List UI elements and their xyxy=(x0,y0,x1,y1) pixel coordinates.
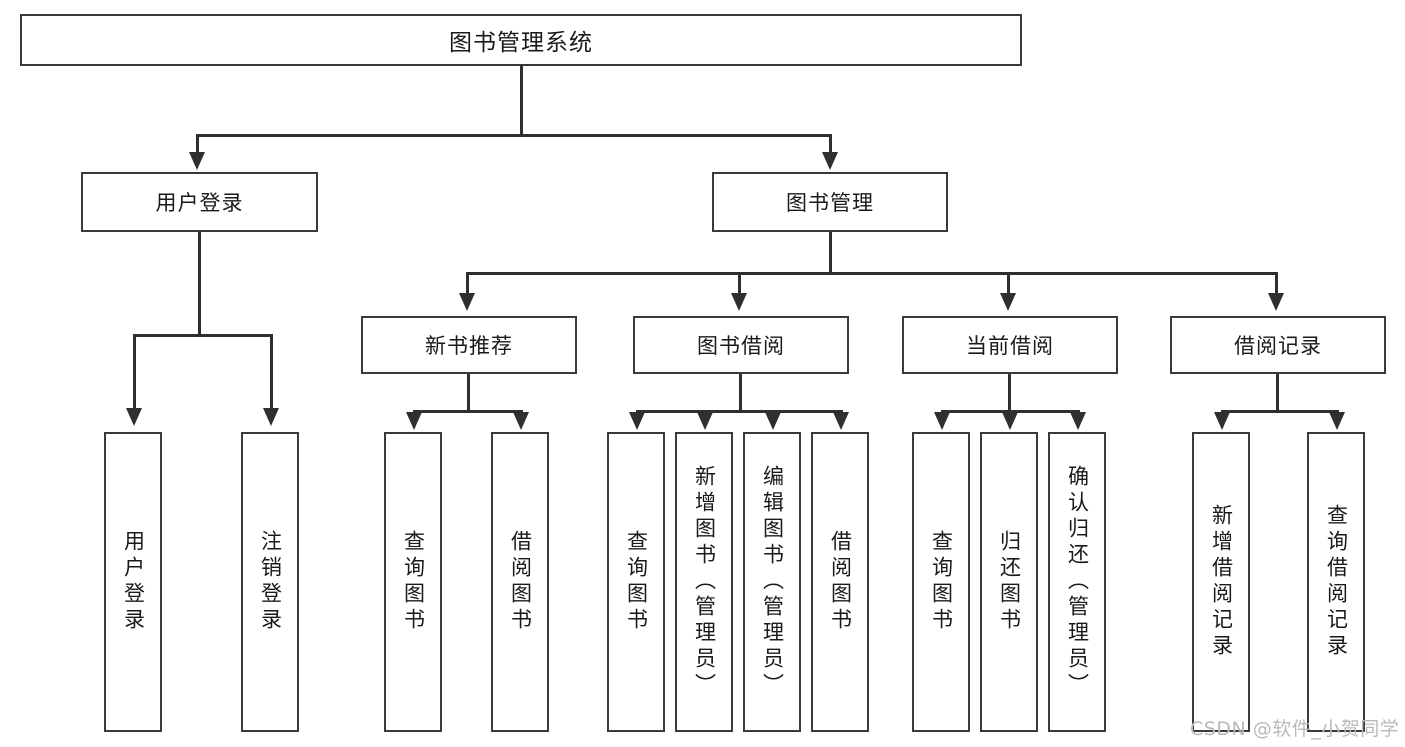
connector-current-borrow-stem xyxy=(1008,374,1011,412)
node-leaf-query-book-3[interactable]: 查询图书 xyxy=(912,432,970,732)
node-leaf-query-book-3-label: 查询图书 xyxy=(929,530,954,634)
arrow-to-user-login xyxy=(189,152,205,170)
node-leaf-query-book-1-label: 查询图书 xyxy=(401,530,426,634)
node-borrow-record[interactable]: 借阅记录 xyxy=(1170,316,1386,374)
connector-title-stem xyxy=(520,66,523,136)
arrow-to-leaf-return-book xyxy=(1002,412,1018,430)
connector-book-borrow-bus xyxy=(636,410,841,413)
arrow-to-leaf-edit-book xyxy=(765,412,781,430)
node-leaf-borrow-book-2-label: 借阅图书 xyxy=(828,530,853,634)
node-book-management-label: 图书管理 xyxy=(786,191,874,215)
arrow-to-leaf-user-login xyxy=(126,408,142,426)
connector-user-login-bus xyxy=(133,334,272,337)
csdn-watermark: CSDN @软件_小贺同学 xyxy=(1190,718,1400,740)
connector-new-book-stem xyxy=(467,374,470,412)
node-leaf-edit-book-label: 编辑图书（管理员） xyxy=(760,465,785,699)
arrow-to-leaf-query-record xyxy=(1329,412,1345,430)
node-leaf-borrow-book-2[interactable]: 借阅图书 xyxy=(811,432,869,732)
node-book-borrow[interactable]: 图书借阅 xyxy=(633,316,849,374)
arrow-to-leaf-confirm-return xyxy=(1070,412,1086,430)
connector-book-borrow-stem xyxy=(739,374,742,412)
node-leaf-query-book-2-label: 查询图书 xyxy=(624,530,649,634)
node-leaf-query-record-label: 查询借阅记录 xyxy=(1324,504,1349,660)
connector-user-login-drop-2 xyxy=(270,334,273,412)
node-leaf-add-book-label: 新增图书（管理员） xyxy=(692,465,717,699)
arrow-to-leaf-add-book xyxy=(697,412,713,430)
arrow-to-leaf-query-book-1 xyxy=(406,412,422,430)
connector-title-to-book-management xyxy=(829,134,832,156)
arrow-to-leaf-add-record xyxy=(1214,412,1230,430)
node-leaf-logout-label: 注销登录 xyxy=(258,530,283,634)
connector-title-bus xyxy=(196,134,832,137)
connector-new-book-bus xyxy=(413,410,523,413)
node-leaf-confirm-return[interactable]: 确认归还（管理员） xyxy=(1048,432,1106,732)
connector-user-login-stem xyxy=(198,232,201,336)
node-leaf-user-login[interactable]: 用户登录 xyxy=(104,432,162,732)
arrow-to-leaf-query-book-3 xyxy=(934,412,950,430)
node-leaf-add-book[interactable]: 新增图书（管理员） xyxy=(675,432,733,732)
arrow-to-book-borrow xyxy=(731,293,747,311)
connector-book-management-bus xyxy=(466,272,1278,275)
node-leaf-logout[interactable]: 注销登录 xyxy=(241,432,299,732)
node-current-borrow[interactable]: 当前借阅 xyxy=(902,316,1118,374)
node-borrow-record-label: 借阅记录 xyxy=(1234,334,1322,358)
node-leaf-borrow-book-1[interactable]: 借阅图书 xyxy=(491,432,549,732)
node-new-book-recommend-label: 新书推荐 xyxy=(425,334,513,358)
node-leaf-borrow-book-1-label: 借阅图书 xyxy=(508,530,533,634)
node-leaf-query-record[interactable]: 查询借阅记录 xyxy=(1307,432,1365,732)
arrow-to-borrow-record xyxy=(1268,293,1284,311)
node-user-login[interactable]: 用户登录 xyxy=(81,172,318,232)
node-leaf-query-book-2[interactable]: 查询图书 xyxy=(607,432,665,732)
connector-bm-drop-1 xyxy=(466,272,469,296)
arrow-to-leaf-logout xyxy=(263,408,279,426)
node-title-system[interactable]: 图书管理系统 xyxy=(20,14,1022,66)
node-title-system-label: 图书管理系统 xyxy=(449,30,593,56)
node-book-borrow-label: 图书借阅 xyxy=(697,334,785,358)
node-leaf-query-book-1[interactable]: 查询图书 xyxy=(384,432,442,732)
node-current-borrow-label: 当前借阅 xyxy=(966,334,1054,358)
arrow-to-leaf-query-book-2 xyxy=(629,412,645,430)
connector-borrow-record-bus xyxy=(1221,410,1338,413)
node-book-management[interactable]: 图书管理 xyxy=(712,172,948,232)
connector-bm-drop-3 xyxy=(1007,272,1010,296)
arrow-to-current-borrow xyxy=(1000,293,1016,311)
connector-borrow-record-stem xyxy=(1276,374,1279,412)
arrow-to-leaf-borrow-book-2 xyxy=(833,412,849,430)
connector-user-login-drop-1 xyxy=(133,334,136,412)
connector-bm-drop-4 xyxy=(1275,272,1278,296)
node-leaf-confirm-return-label: 确认归还（管理员） xyxy=(1065,465,1090,699)
connector-book-management-stem xyxy=(829,232,832,274)
arrow-to-leaf-borrow-book-1 xyxy=(513,412,529,430)
arrow-to-new-book-recommend xyxy=(459,293,475,311)
arrow-to-book-management xyxy=(822,152,838,170)
node-leaf-add-record[interactable]: 新增借阅记录 xyxy=(1192,432,1250,732)
node-new-book-recommend[interactable]: 新书推荐 xyxy=(361,316,577,374)
node-leaf-edit-book[interactable]: 编辑图书（管理员） xyxy=(743,432,801,732)
node-leaf-return-book[interactable]: 归还图书 xyxy=(980,432,1038,732)
node-user-login-label: 用户登录 xyxy=(155,191,244,215)
node-leaf-add-record-label: 新增借阅记录 xyxy=(1209,504,1234,660)
connector-bm-drop-2 xyxy=(738,272,741,296)
node-leaf-user-login-label: 用户登录 xyxy=(121,530,146,634)
node-leaf-return-book-label: 归还图书 xyxy=(997,530,1022,634)
connector-title-to-user-login xyxy=(196,134,199,156)
